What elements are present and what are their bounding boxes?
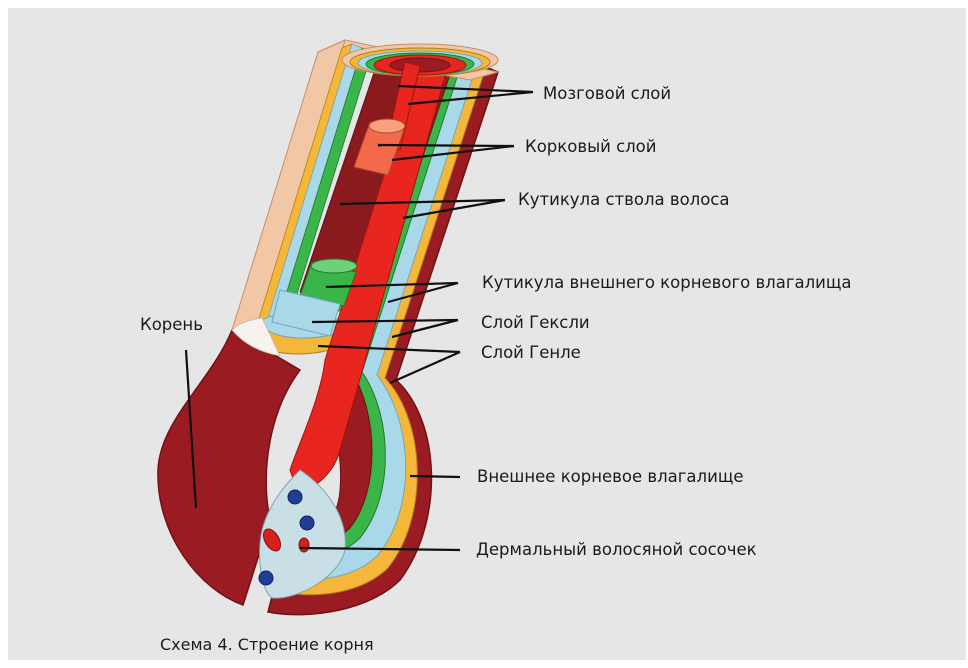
- label-root: Корень: [140, 315, 203, 334]
- cortex-cylinder-top: [369, 119, 405, 133]
- papilla-blood-cell-2: [299, 538, 309, 552]
- label-hair-cuticle: Кутикула ствола волоса: [518, 190, 730, 209]
- label-ors-cuticle: Кутикула внешнего корневого влагалища: [482, 273, 852, 292]
- label-dermal-papilla: Дермальный волосяной сосочек: [476, 540, 757, 559]
- label-outer-root-sheath: Внешнее корневое влагалище: [477, 467, 744, 486]
- papilla-dot-2: [300, 516, 314, 530]
- inner-green-top: [311, 259, 357, 273]
- papilla-dot-1: [288, 490, 302, 504]
- diagram-caption: Схема 4. Строение корня: [160, 635, 374, 654]
- label-henle: Слой Генле: [481, 343, 581, 362]
- top-ring-dark: [390, 58, 450, 72]
- label-medulla: Мозговой слой: [543, 84, 671, 103]
- papilla-dot-3: [259, 571, 273, 585]
- label-huxley: Слой Гексли: [481, 313, 590, 332]
- label-cortex: Корковый слой: [525, 137, 657, 156]
